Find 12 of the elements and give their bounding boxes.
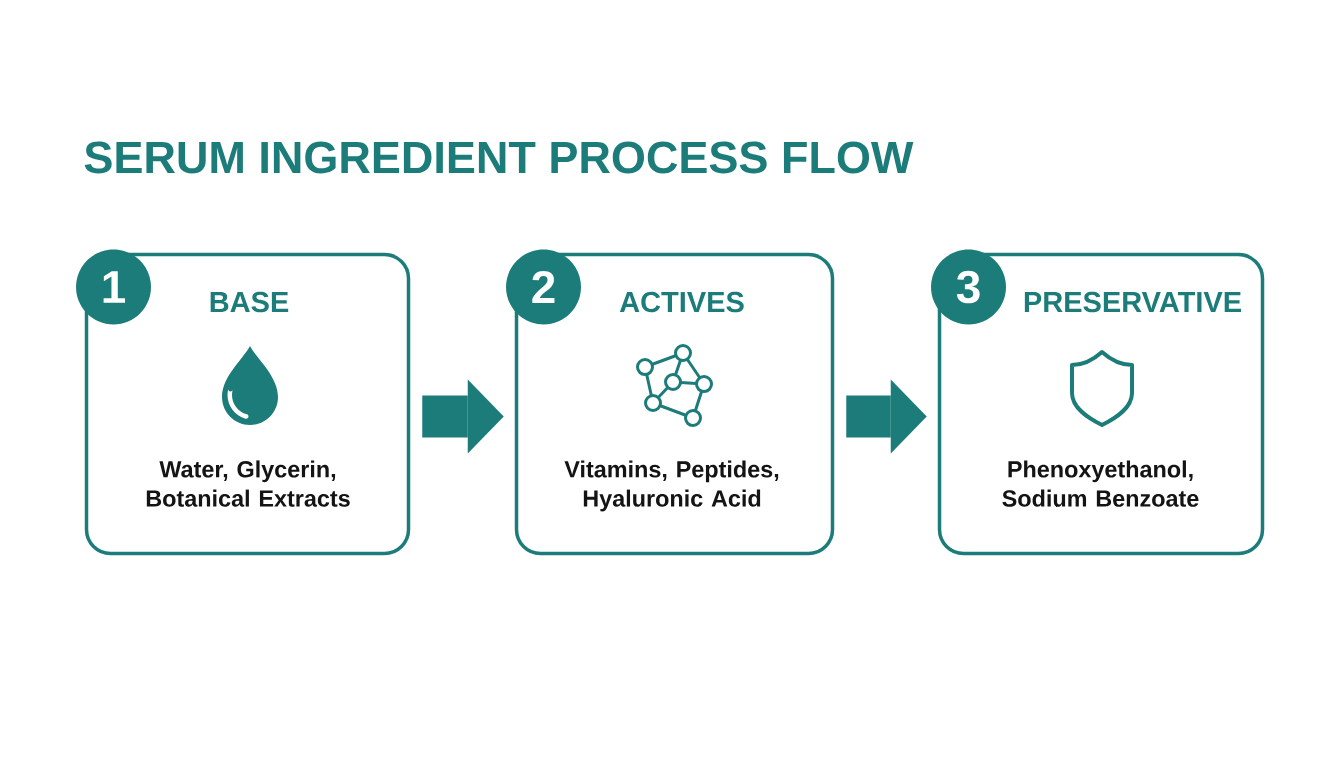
ingredient-list: Water, Glycerin, Botanical Extracts <box>146 460 350 507</box>
ingredient-list: Vitamins, Peptides, Hyaluronic Acid <box>564 460 779 512</box>
number-badge: 1 <box>76 249 151 325</box>
title: SERUM INGREDIENT PROCESS FLOW <box>84 141 914 174</box>
ingredient-list: Phenoxyethanol, Sodium Benzoate <box>1002 460 1199 507</box>
arrow <box>422 379 504 454</box>
arrow <box>846 379 927 454</box>
step-heading: BASE <box>210 291 289 313</box>
number-badge: 2 <box>506 249 581 325</box>
step-heading: PRESERVATIVE <box>1024 291 1241 313</box>
step-heading: ACTIVES <box>619 291 744 313</box>
number-badge: 3 <box>931 249 1006 325</box>
